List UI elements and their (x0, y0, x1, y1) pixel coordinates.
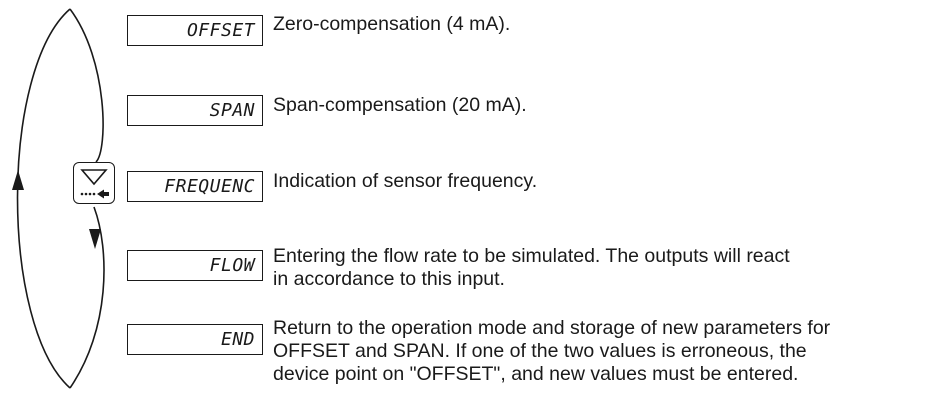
lcd-display-offset: OFFSET (127, 15, 263, 46)
step-description-frequenc: Indication of sensor frequency. (273, 170, 538, 192)
up-arrowhead-icon (12, 170, 24, 190)
arrow-down-enter-key-button[interactable] (73, 162, 115, 204)
lcd-display-frequenc: FREQUENC (127, 171, 263, 202)
cycle-loop-left-arc (16, 8, 71, 389)
lcd-display-span: SPAN (127, 95, 263, 126)
step-description-flow: Entering the flow rate to be simulated. … (273, 245, 790, 290)
arrow-down-enter-key-icon (80, 169, 109, 199)
step-description-offset: Zero-compensation (4 mA). (273, 13, 511, 35)
cycle-loop-right-arc (69, 8, 105, 389)
step-description-span: Span-compensation (20 mA). (273, 94, 527, 116)
step-description-end: Return to the operation mode and storage… (273, 317, 831, 385)
down-arrowhead-icon (89, 229, 101, 249)
lcd-display-flow: FLOW (127, 250, 263, 281)
lcd-display-end: END (127, 324, 263, 355)
